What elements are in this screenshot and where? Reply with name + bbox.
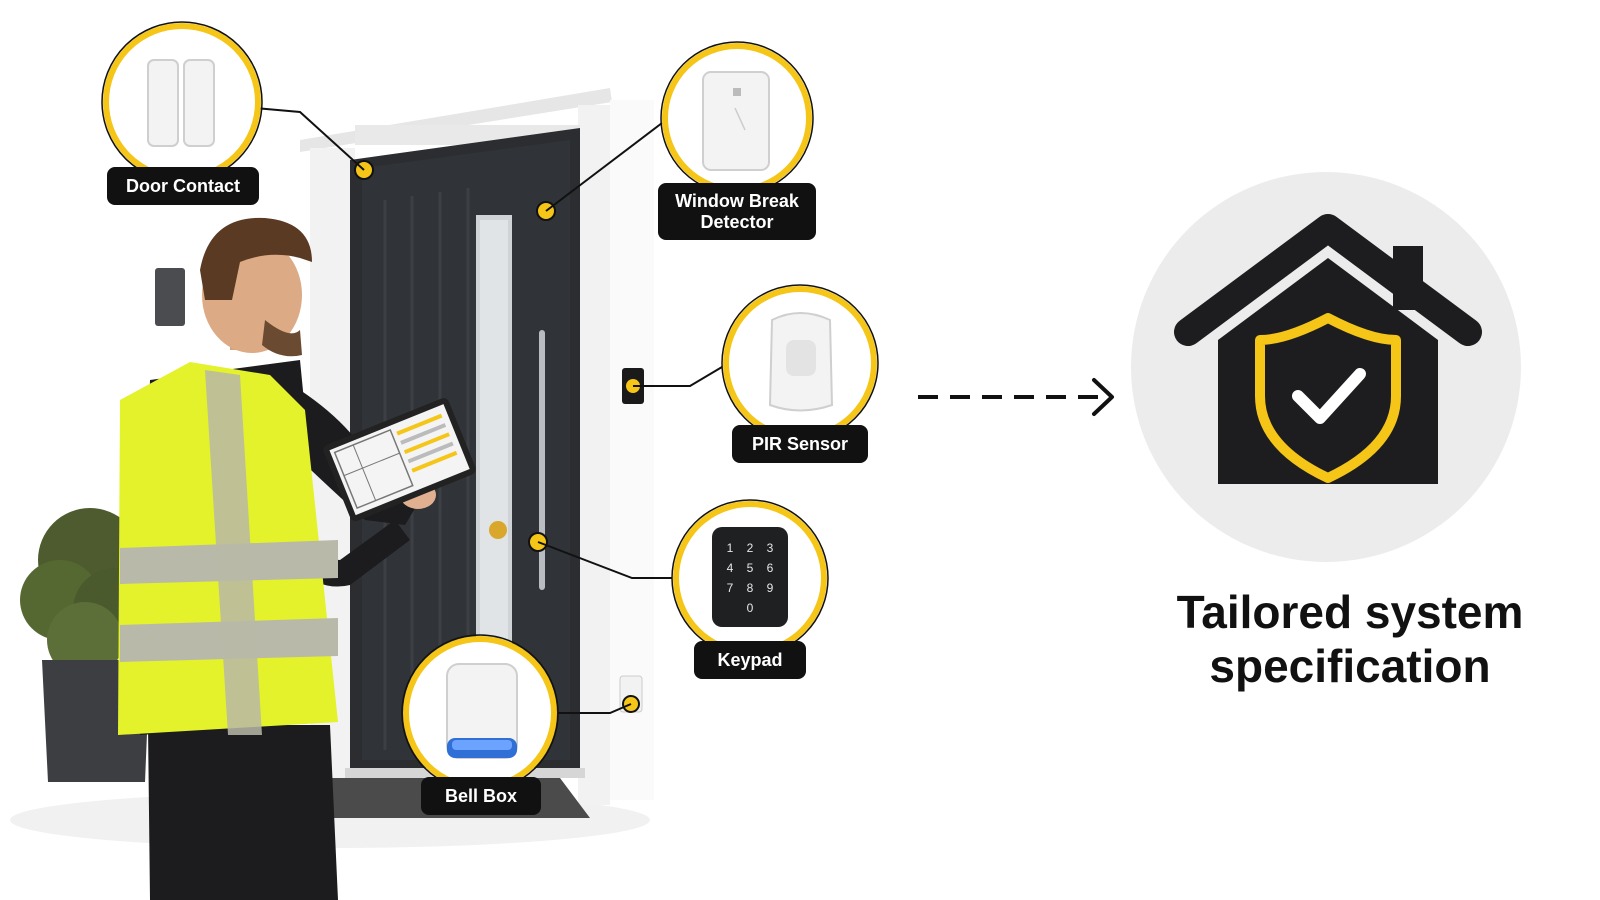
window-break-detector-label: Window Break Detector <box>658 183 816 240</box>
door-contact-callout <box>101 21 263 183</box>
dashed-arrow <box>918 378 1114 416</box>
keypad-key: 0 <box>747 601 754 615</box>
keypad-key: 6 <box>767 561 774 575</box>
connector-lines <box>254 107 723 714</box>
keypad-key: 9 <box>767 581 774 595</box>
keypad-key: 3 <box>767 541 774 555</box>
window-break-callout <box>660 41 814 195</box>
wall-light <box>155 268 185 326</box>
keypad-key: 1 <box>727 541 734 555</box>
pir-sensor-label: PIR Sensor <box>732 425 868 463</box>
keypad-label: Keypad <box>694 641 806 679</box>
door-contact-icon <box>147 59 215 147</box>
pir-sensor-icon <box>768 312 834 412</box>
result-caption: Tailored system specification <box>1140 585 1560 693</box>
door-contact-label: Door Contact <box>107 167 259 205</box>
keypad-key: 4 <box>727 561 734 575</box>
keypad-key: 8 <box>747 581 754 595</box>
bell-box-icon <box>446 663 518 759</box>
pir-sensor-callout <box>721 284 879 442</box>
keypad-key: 7 <box>727 581 734 595</box>
keypad-key: 2 <box>747 541 754 555</box>
house-shield-check-icon <box>1131 172 1521 562</box>
bell-box-label: Bell Box <box>421 777 541 815</box>
bell-box-callout <box>401 634 559 792</box>
result-caption-line2: specification <box>1209 640 1491 692</box>
window-break-detector-icon <box>702 71 770 171</box>
result-caption-line1: Tailored system <box>1176 586 1524 638</box>
technician <box>118 217 476 900</box>
keypad-key: 5 <box>747 561 754 575</box>
